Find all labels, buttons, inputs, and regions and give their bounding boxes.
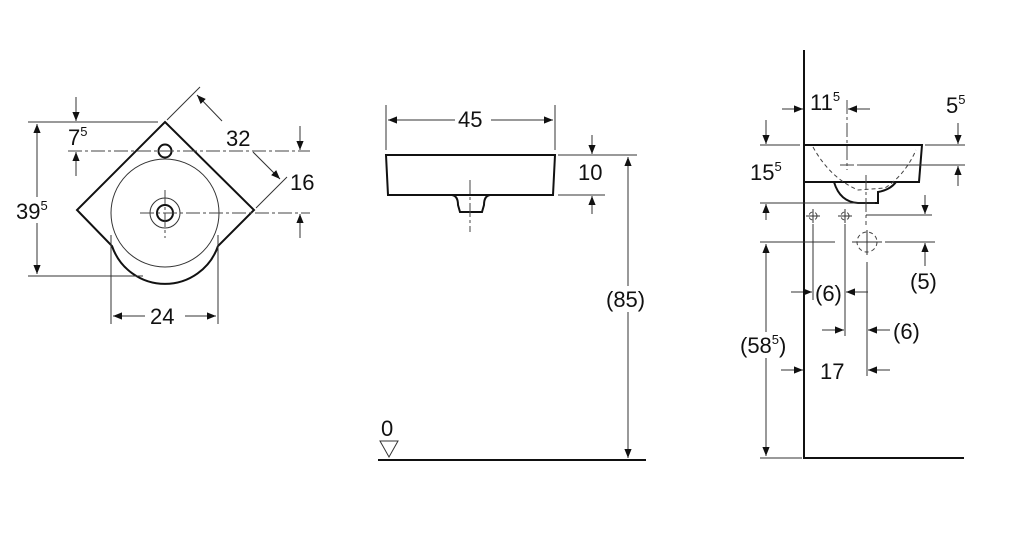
dim-waste-offset-label: (5)	[910, 269, 937, 294]
dim-supply-left-label: (6)	[815, 281, 842, 306]
dim-width-label: 45	[458, 107, 482, 132]
dim-height-label: 395	[16, 198, 48, 224]
dim-supply-right-label: (6)	[893, 319, 920, 344]
dim-tap-to-drain-label: 16	[290, 170, 314, 195]
dim-side-length-label: 32	[226, 126, 250, 151]
floor-level-label: 0	[381, 416, 393, 441]
dim-tap-offset-label: 75	[68, 124, 87, 150]
basin-bowl	[833, 181, 897, 204]
top-view: 395 75 32 16 24	[14, 86, 314, 329]
dim-tap-from-wall-label: 115	[810, 89, 840, 115]
basin-front	[384, 154, 557, 196]
dim-basin-depth-label: 155	[750, 159, 782, 185]
level-triangle-icon	[379, 440, 399, 459]
side-view: 115 55 155 (5)	[738, 50, 965, 459]
dim-mount-height-label: (85)	[606, 287, 645, 312]
basin-outline	[75, 120, 256, 285]
drain-spout	[451, 194, 491, 213]
dim-rim-thickness-label: 10	[578, 160, 602, 185]
front-view: 45 10 (85) 0	[378, 105, 652, 461]
basin-side	[804, 144, 924, 183]
wall	[803, 50, 964, 459]
supply-point-icon	[838, 209, 852, 223]
dim-bowl-width-label: 24	[150, 304, 174, 329]
supply-point-icon	[806, 209, 820, 223]
dim-rim-to-tap-label: 55	[946, 92, 965, 118]
dim-waste-from-wall-label: 17	[820, 359, 844, 384]
dim-waste-height-label: (585)	[740, 332, 786, 358]
